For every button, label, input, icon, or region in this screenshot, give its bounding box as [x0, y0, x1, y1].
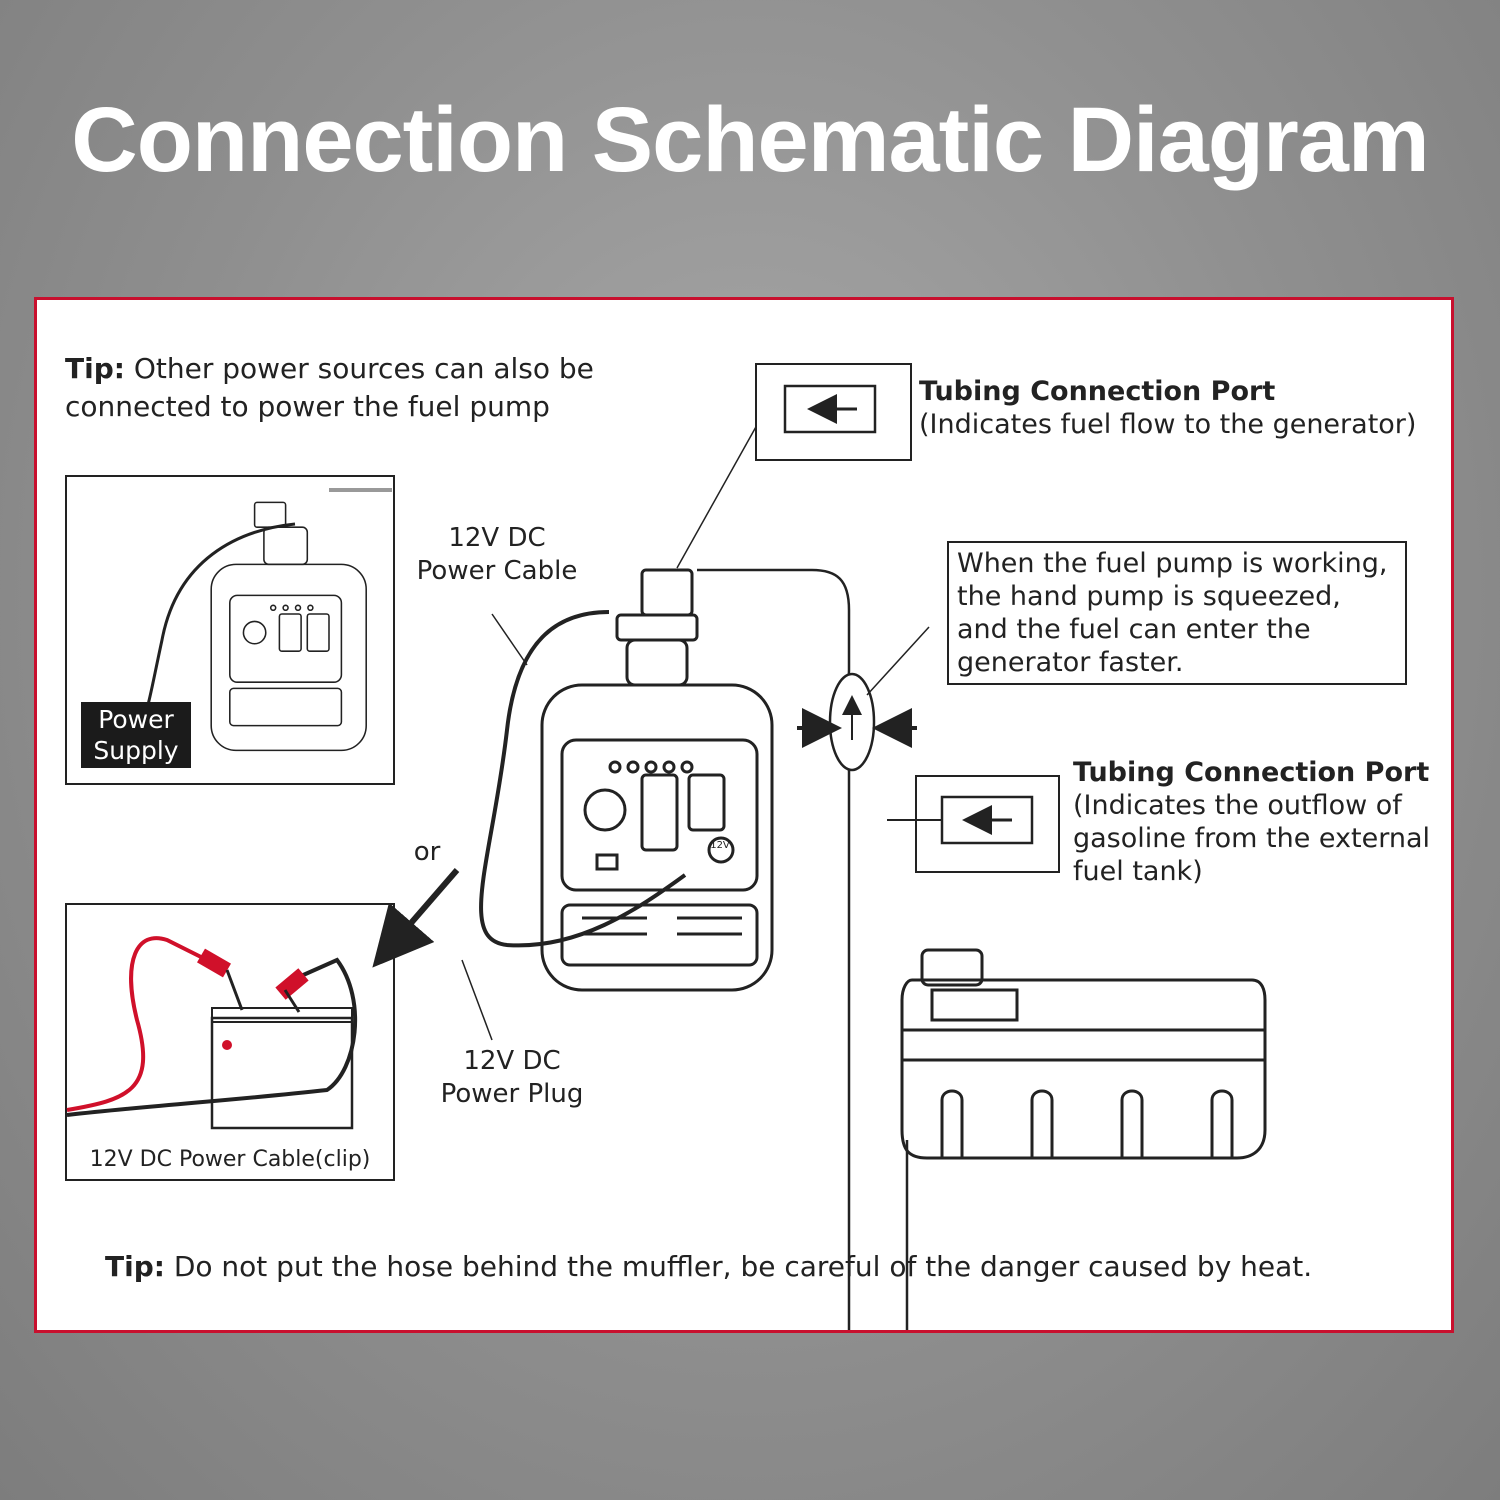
power-cable-path	[479, 610, 687, 948]
power-supply-line1: Power	[98, 705, 174, 734]
port-bottom-heading: Tubing Connection Port	[1073, 757, 1430, 788]
tip-text: Other power sources can also be connecte…	[65, 352, 594, 423]
port-label-bottom: Tubing Connection Port (Indicates the ou…	[1073, 756, 1433, 888]
port-bottom-description: (Indicates the outflow of gasoline from …	[1073, 790, 1430, 887]
tip-hose-warning: Tip: Do not put the hose behind the muff…	[105, 1250, 1312, 1283]
port-top-heading: Tubing Connection Port	[919, 376, 1276, 407]
port-label-top: Tubing Connection Port (Indicates fuel f…	[919, 375, 1449, 441]
tip-text: Do not put the hose behind the muffler, …	[164, 1250, 1313, 1283]
battery-inset	[65, 903, 395, 1181]
port-top-description: (Indicates fuel flow to the generator)	[919, 409, 1417, 440]
tip-label: Tip:	[105, 1250, 165, 1283]
port-inset-top	[755, 363, 912, 461]
power-plug-label: 12V DC Power Plug	[412, 1045, 612, 1111]
power-cable-label: 12V DC Power Cable	[397, 522, 597, 588]
fuel-tank	[900, 948, 1267, 1160]
power-supply-tag: Power Supply	[81, 702, 191, 768]
or-label: or	[413, 837, 441, 867]
power-plug-line1: 12V DC	[463, 1046, 561, 1076]
power-cable-line1: 12V DC	[448, 523, 546, 553]
page-title: Connection Schematic Diagram	[71, 89, 1429, 191]
diagram-panel: Tip: Other power sources can also be con…	[34, 297, 1454, 1333]
port-12v-badge: 12V	[710, 840, 730, 851]
power-supply-line2: Supply	[93, 736, 179, 765]
clip-caption: 12V DC Power Cable(clip)	[89, 1147, 371, 1172]
port-inset-bottom	[887, 775, 1060, 873]
power-cable-line2: Power Cable	[416, 556, 578, 586]
or-arrow	[372, 868, 460, 968]
tip-label: Tip:	[65, 352, 125, 385]
generator	[540, 568, 774, 992]
tip-power-sources: Tip: Other power sources can also be con…	[65, 350, 685, 426]
hand-pump-note: When the fuel pump is working, the hand …	[947, 541, 1407, 685]
power-plug-line2: Power Plug	[440, 1079, 584, 1109]
